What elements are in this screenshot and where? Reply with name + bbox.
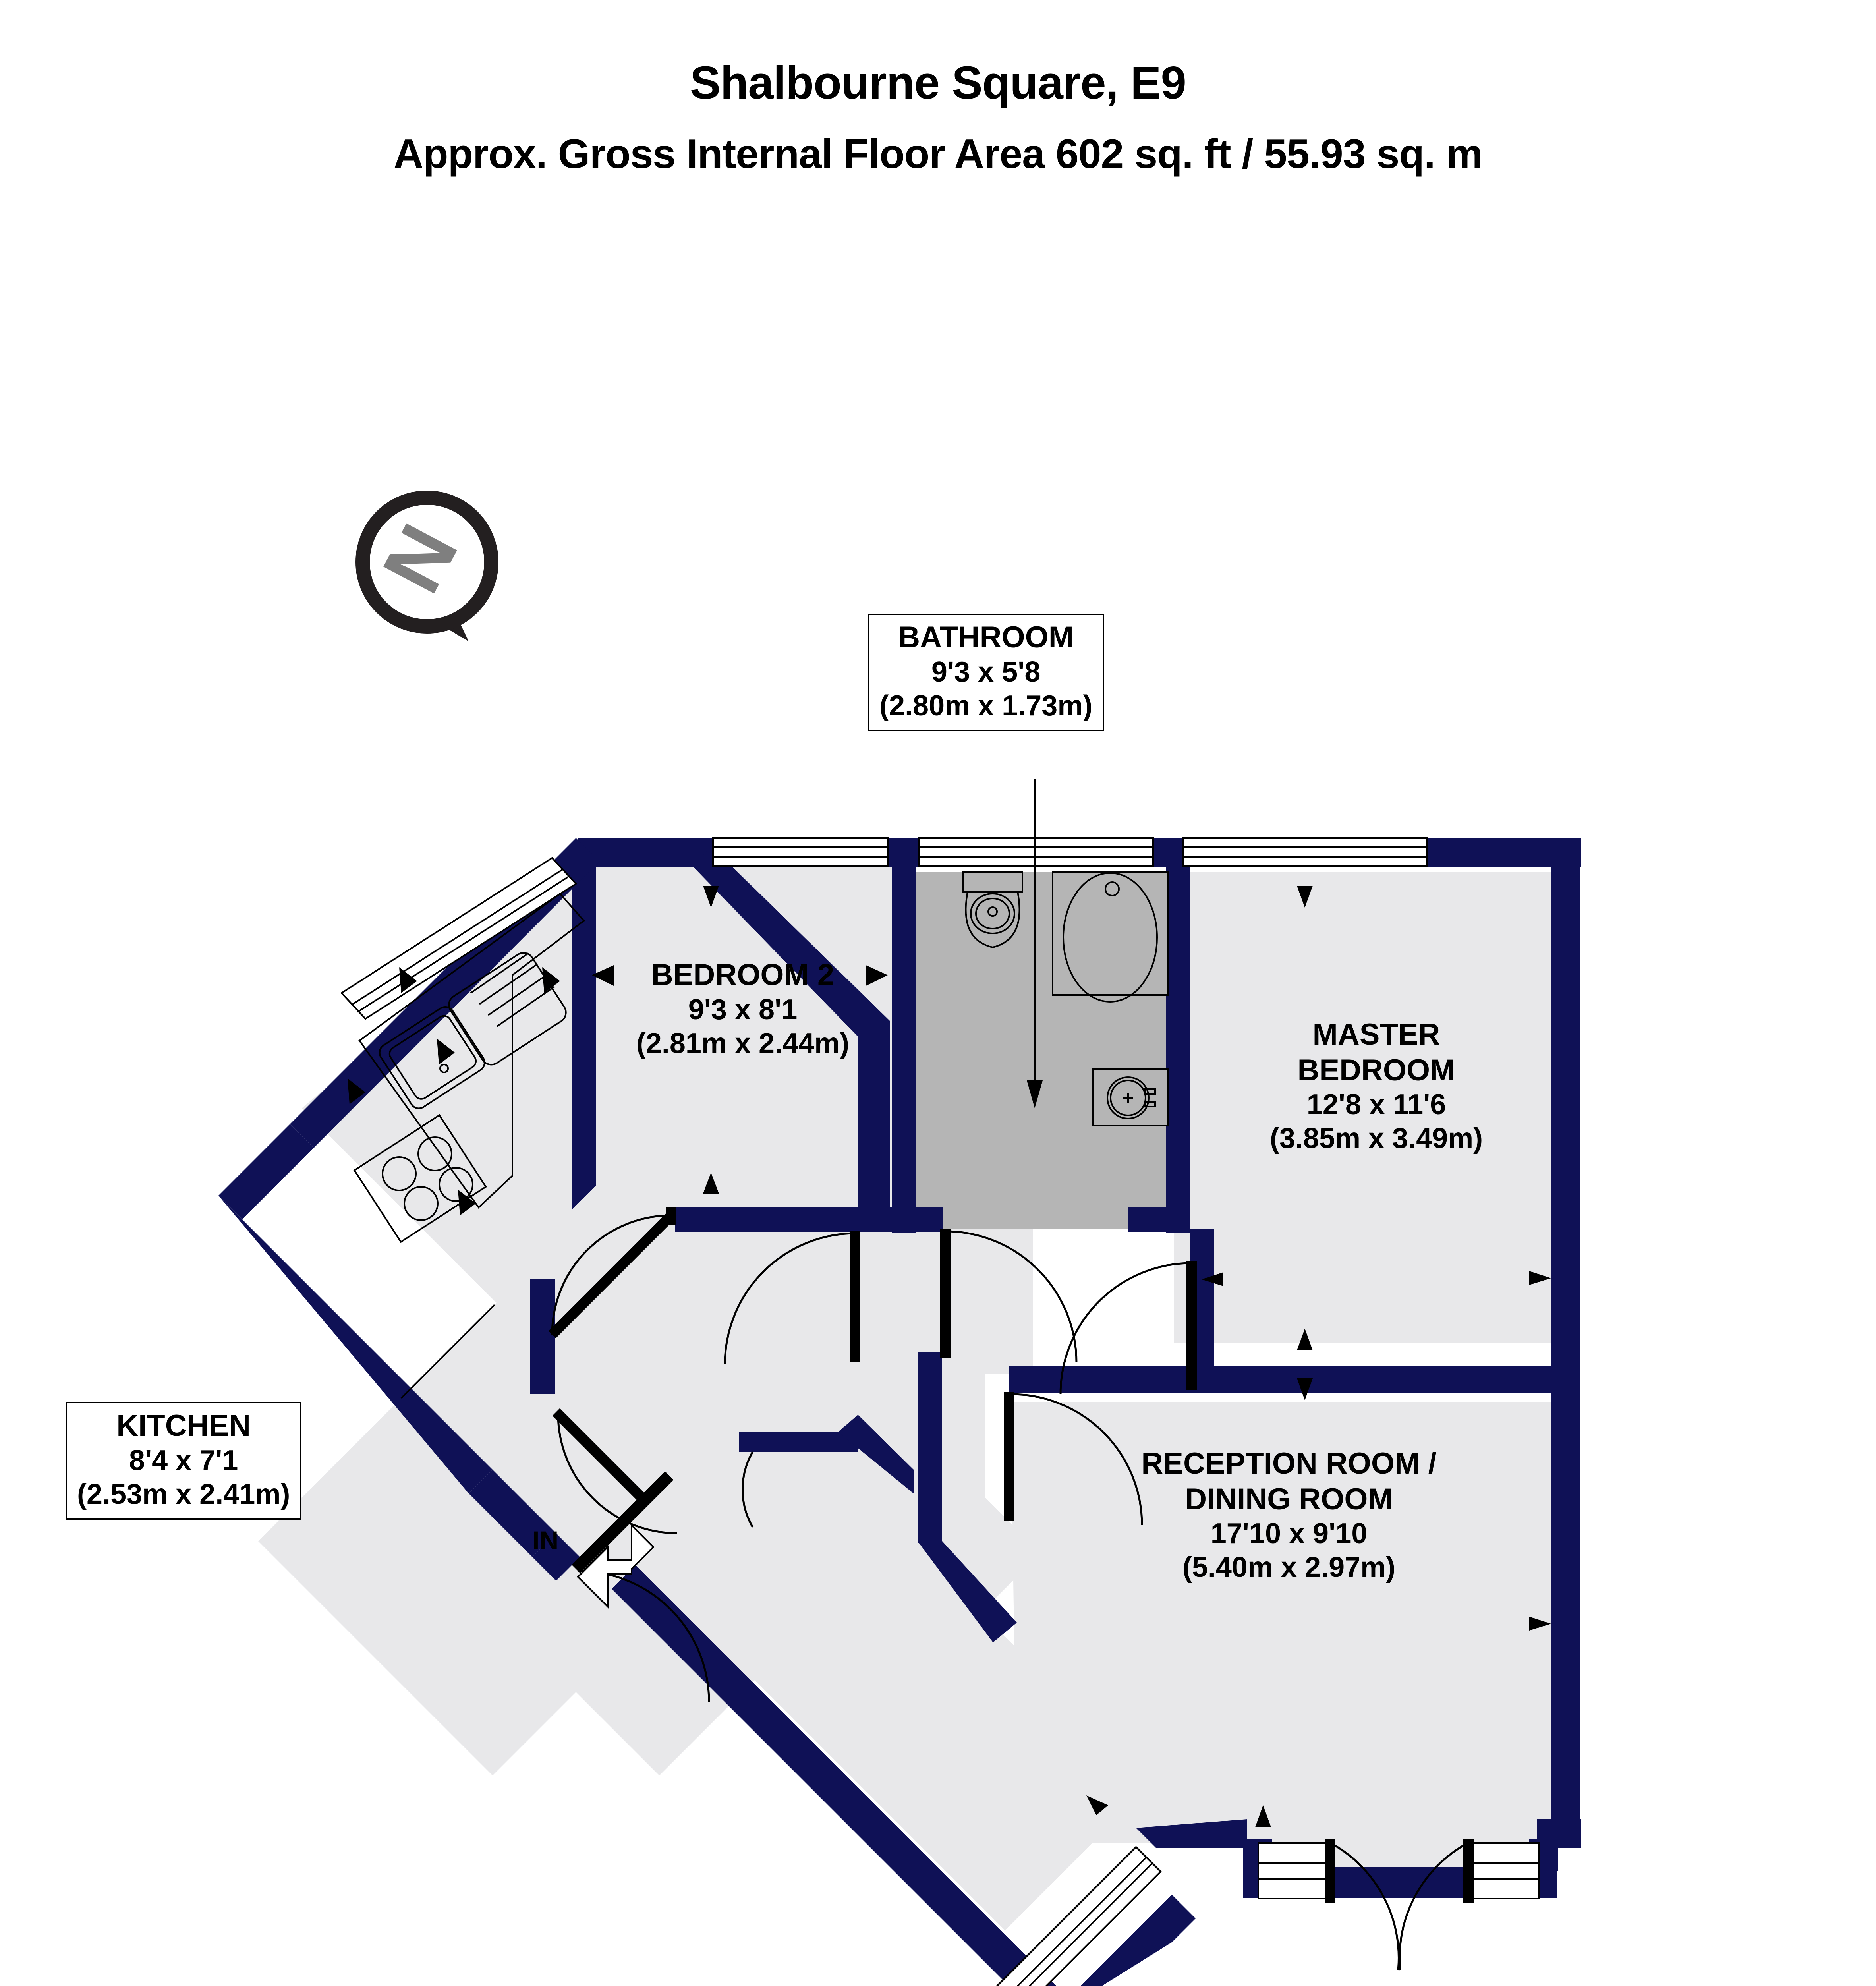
bedroom2-imperial: 9'3 x 8'1 <box>688 993 798 1026</box>
bathroom-fixtures <box>962 871 1169 1126</box>
kitchen-metric: (2.53m x 2.41m) <box>77 1478 290 1510</box>
kitchen-imperial: 8'4 x 7'1 <box>129 1444 238 1476</box>
reception-name-line1: RECEPTION ROOM / <box>1141 1447 1437 1480</box>
kitchen-name: KITCHEN <box>116 1409 251 1443</box>
reception-imperial: 17'10 x 9'10 <box>1210 1518 1368 1550</box>
windows <box>340 837 1540 1986</box>
bathroom-name: BATHROOM <box>898 620 1074 654</box>
reception-name-line2: DINING ROOM <box>1185 1482 1393 1516</box>
floor-area-subtitle: Approx. Gross Internal Floor Area 602 sq… <box>393 131 1483 177</box>
page-title: Shalbourne Square, E9 <box>690 57 1186 108</box>
entrance-arrow <box>577 1523 655 1609</box>
doors <box>548 1207 1474 1971</box>
bathroom-toilet <box>962 871 1023 949</box>
north-compass-icon: N <box>350 485 516 667</box>
bathroom-washbasin <box>1092 1068 1169 1126</box>
floor-fill-kitchen <box>302 969 608 1303</box>
entrance-in-label: IN <box>532 1526 558 1555</box>
master-bedroom-name-line1: MASTER <box>1312 1018 1440 1051</box>
bathroom-metric: (2.80m x 1.73m) <box>879 690 1093 722</box>
kitchen-fixtures <box>353 893 585 1243</box>
bathroom-imperial: 9'3 x 5'8 <box>931 656 1041 688</box>
kitchen-sink <box>379 952 567 1109</box>
plan-header: Shalbourne Square, E9 Approx. Gross Inte… <box>0 0 1876 175</box>
dimension-leader-lines <box>400 779 1036 1399</box>
master-bedroom-metric: (3.85m x 3.49m) <box>1269 1122 1483 1155</box>
bedroom2-name: BEDROOM 2 <box>651 958 835 992</box>
master-bedroom-imperial: 12'8 x 11'6 <box>1306 1089 1446 1121</box>
kitchen-hob <box>353 1114 487 1243</box>
bedroom2-metric: (2.81m x 2.44m) <box>636 1027 850 1059</box>
room-label-bathroom: BATHROOM 9'3 x 5'8 (2.80m x 1.73m) <box>868 614 1104 731</box>
room-label-reception-dining: RECEPTION ROOM / DINING ROOM 17'10 x 9'1… <box>1011 1446 1567 1584</box>
reception-metric: (5.40m x 2.97m) <box>1182 1551 1396 1584</box>
floor-fill-bathroom <box>914 872 1168 1229</box>
room-label-bedroom2: BEDROOM 2 9'3 x 8'1 (2.81m x 2.44m) <box>604 957 882 1061</box>
room-label-master-bedroom: MASTER BEDROOM 12'8 x 11'6 (3.85m x 3.49… <box>1174 1017 1579 1155</box>
master-bedroom-name-line2: BEDROOM <box>1297 1053 1455 1087</box>
bathroom-bathtub <box>1052 871 1169 1003</box>
room-label-kitchen: KITCHEN 8'4 x 7'1 (2.53m x 2.41m) <box>66 1402 302 1520</box>
walls <box>218 838 1581 1986</box>
